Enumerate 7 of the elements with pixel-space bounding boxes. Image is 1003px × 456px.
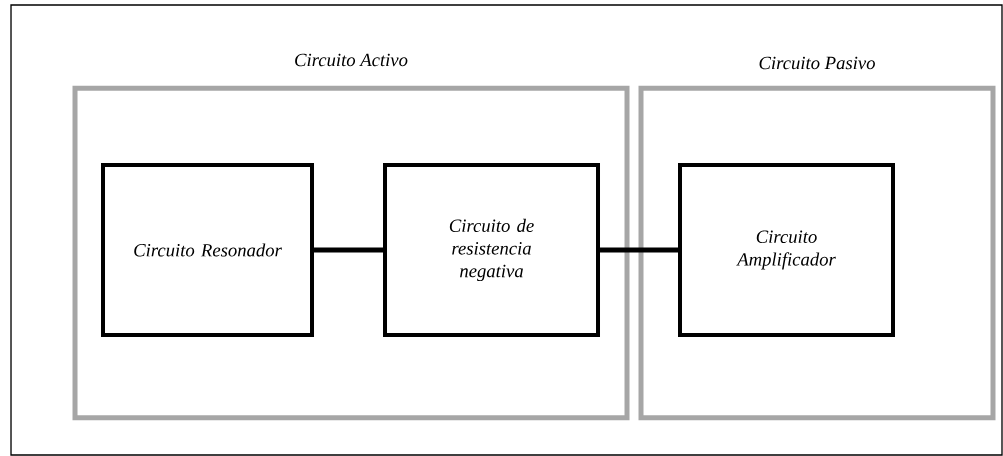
connector-line	[314, 247, 383, 253]
connector-line	[600, 247, 678, 253]
node-label: Circuito Activo	[295, 53, 408, 67]
process-box: Circuito Resonador	[101, 163, 314, 337]
process-box: Circuito Amplificador	[678, 163, 895, 337]
process-box: Circuito de resistencia negativa	[383, 163, 600, 337]
node-label: Circuito Pasivo	[759, 56, 875, 70]
